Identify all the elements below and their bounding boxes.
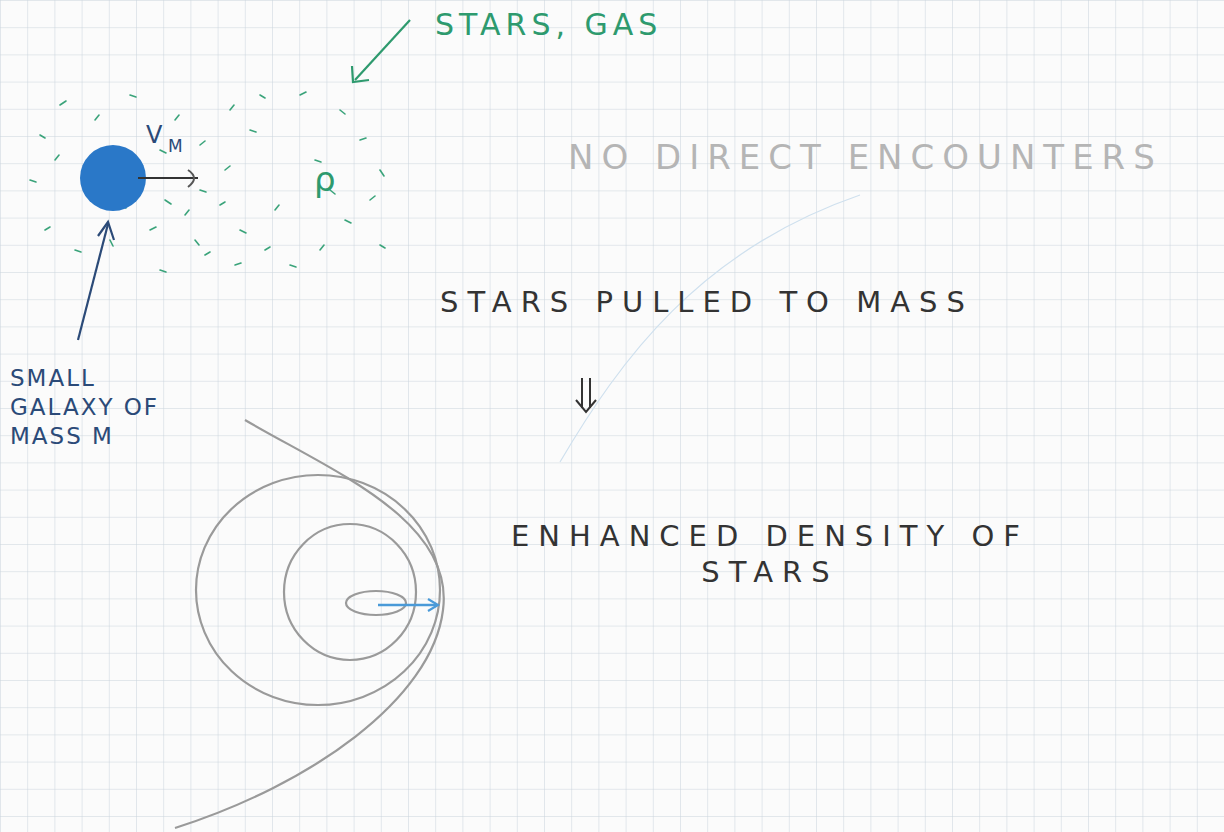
implies-arrow: [576, 378, 596, 412]
density-contours: [175, 420, 444, 828]
annotation-label: STARS, GAS: [435, 6, 755, 44]
arrow-head: [98, 222, 114, 240]
subscript-symbol: M: [168, 136, 198, 157]
statement-label: STARS PULLED TO MASS: [440, 284, 1100, 320]
arrow-head: [352, 66, 369, 82]
arrow-head: [188, 170, 194, 187]
note-label: NO DIRECT ENCOUNTERS: [568, 136, 1218, 179]
velocity-arrow: [138, 177, 198, 179]
density-symbol: ρ: [314, 158, 354, 201]
galaxy-circle: [80, 145, 146, 211]
motion-arrow: [378, 604, 436, 606]
faint-arc: [560, 195, 860, 462]
star-dashes: [30, 92, 385, 272]
pointer-arrow: [355, 20, 410, 80]
leader-arrow: [78, 224, 108, 340]
conclusion-label: ENHANCED DENSITY OF STARS: [480, 518, 1060, 591]
callout-label: SMALL GALAXY OF MASS M: [10, 364, 200, 450]
arrow-head: [428, 599, 438, 611]
